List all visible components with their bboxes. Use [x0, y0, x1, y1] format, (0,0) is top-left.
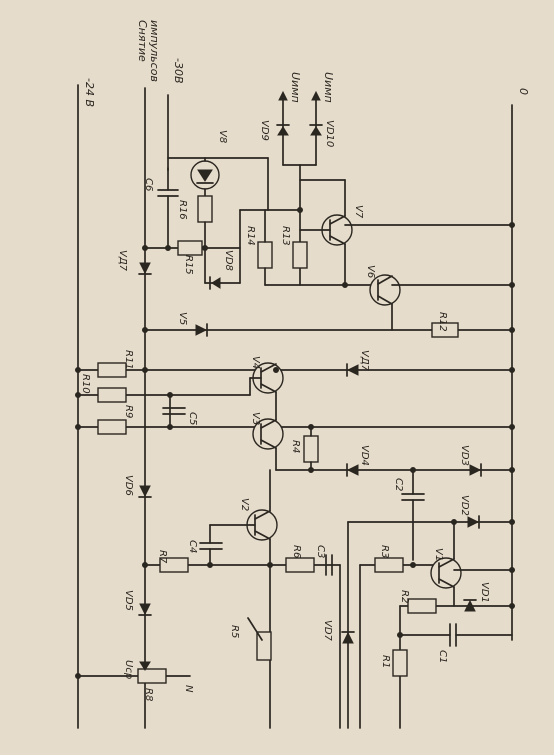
r16-resistor-icon	[197, 195, 213, 223]
r15-resistor-icon	[177, 240, 203, 256]
label-vd6: VD6	[123, 475, 134, 496]
vd7c-diode-icon	[346, 364, 359, 376]
label-minus24: -24 В	[83, 78, 96, 107]
v7-emitter	[329, 235, 346, 245]
label-r8: R8	[143, 688, 154, 701]
label-ucp: Uср	[123, 660, 134, 679]
vd2-diode-icon	[467, 516, 480, 528]
vd9-diode-icon	[277, 126, 289, 136]
label-r2: R2	[399, 590, 410, 603]
label-r13: R13	[280, 226, 291, 246]
v4-e	[260, 383, 277, 393]
out2-arrow-icon	[311, 90, 321, 101]
label-r9: R9	[123, 405, 134, 418]
v1-c	[438, 558, 455, 568]
r11-resistor-icon	[97, 362, 127, 378]
label-r16: R16	[177, 200, 188, 220]
r2-resistor-icon	[407, 598, 437, 614]
label-r1: R1	[380, 655, 391, 668]
label-vd7b: VD7	[322, 620, 333, 642]
label-v1: V1	[433, 548, 444, 561]
label-c6: C6	[143, 178, 154, 191]
v5-diode-icon	[195, 324, 208, 336]
label-c1: C1	[437, 650, 448, 663]
out1-arrow-icon	[278, 90, 288, 101]
vd5-diode-icon	[139, 603, 151, 616]
label-vd10: VD10	[324, 120, 335, 147]
label-n: N	[183, 685, 194, 693]
vd7a-diode-icon	[139, 262, 151, 275]
label-vd5: VD5	[123, 590, 134, 611]
label-v8: V8	[217, 130, 228, 143]
label-zero: 0	[517, 88, 530, 95]
label-pickup-1: Снятие	[136, 20, 149, 62]
label-v6: V6	[365, 265, 376, 278]
r1-resistor-icon	[392, 649, 408, 677]
r8-wiper-arrow-icon	[139, 661, 151, 671]
r6-resistor-icon	[285, 557, 315, 573]
v7-collector	[329, 215, 346, 225]
vd1-diode-icon	[464, 599, 476, 612]
label-r4: R4	[290, 440, 301, 453]
label-v7: V7	[353, 205, 364, 219]
vd4-diode-icon	[346, 464, 359, 476]
label-v5: V5	[177, 312, 188, 325]
label-vd8: VD8	[223, 250, 234, 271]
vd3-diode-icon	[469, 464, 482, 476]
r5-wiper	[247, 617, 263, 641]
label-c3: C3	[315, 545, 326, 558]
v2-e	[254, 530, 271, 540]
v6-c	[377, 275, 393, 285]
label-r5: R5	[229, 625, 240, 638]
r4-resistor-icon	[303, 435, 319, 463]
label-v4: V4	[250, 356, 261, 369]
label-r15: R15	[183, 255, 194, 275]
junction-dots	[75, 207, 515, 679]
label-vd1: VD1	[479, 582, 490, 603]
v3-c	[260, 419, 277, 429]
label-vd3: VD3	[459, 445, 470, 466]
label-r3: R3	[379, 545, 390, 558]
v4-c	[260, 363, 277, 373]
label-out1: Uимп	[289, 72, 302, 103]
label-vd4: VD4	[359, 445, 370, 466]
label-minus30: -30В	[172, 58, 185, 84]
v8-led-triangle	[197, 169, 213, 182]
vd7b-diode-icon	[342, 631, 354, 644]
v2-c	[254, 510, 271, 520]
r3-resistor-icon	[374, 557, 404, 573]
label-c5: C5	[187, 412, 198, 425]
r7-resistor-icon	[159, 557, 189, 573]
label-r12: R12	[437, 312, 448, 332]
vd10-diode-icon	[310, 126, 322, 136]
r8-resistor-icon	[137, 668, 167, 684]
label-r11: R11	[123, 350, 134, 370]
r14-resistor-icon	[257, 241, 273, 269]
label-r14: R14	[245, 226, 256, 246]
label-c4: C4	[187, 540, 198, 553]
vd6-diode-icon	[139, 485, 151, 498]
label-r10: R10	[80, 374, 91, 394]
label-vd2: VD2	[459, 495, 470, 516]
v6-e	[377, 295, 393, 305]
label-pickup-2: импульсов	[148, 20, 161, 82]
label-out2: Uимп	[322, 72, 335, 103]
label-c2: C2	[393, 478, 404, 491]
r9-resistor-icon	[97, 419, 127, 435]
label-v2: V2	[239, 498, 250, 511]
label-vd9: VD9	[259, 120, 270, 141]
label-vd7a: VД7	[117, 250, 128, 272]
label-vd7c: VД7	[359, 350, 370, 372]
label-r6: R6	[291, 545, 302, 558]
label-r7: R7	[157, 550, 168, 564]
r10-resistor-icon	[97, 387, 127, 403]
v1-e	[438, 578, 455, 588]
r12-resistor-icon	[431, 322, 459, 338]
label-v3: V3	[250, 412, 261, 425]
v3-e	[260, 439, 277, 449]
r13-resistor-icon	[292, 241, 308, 269]
